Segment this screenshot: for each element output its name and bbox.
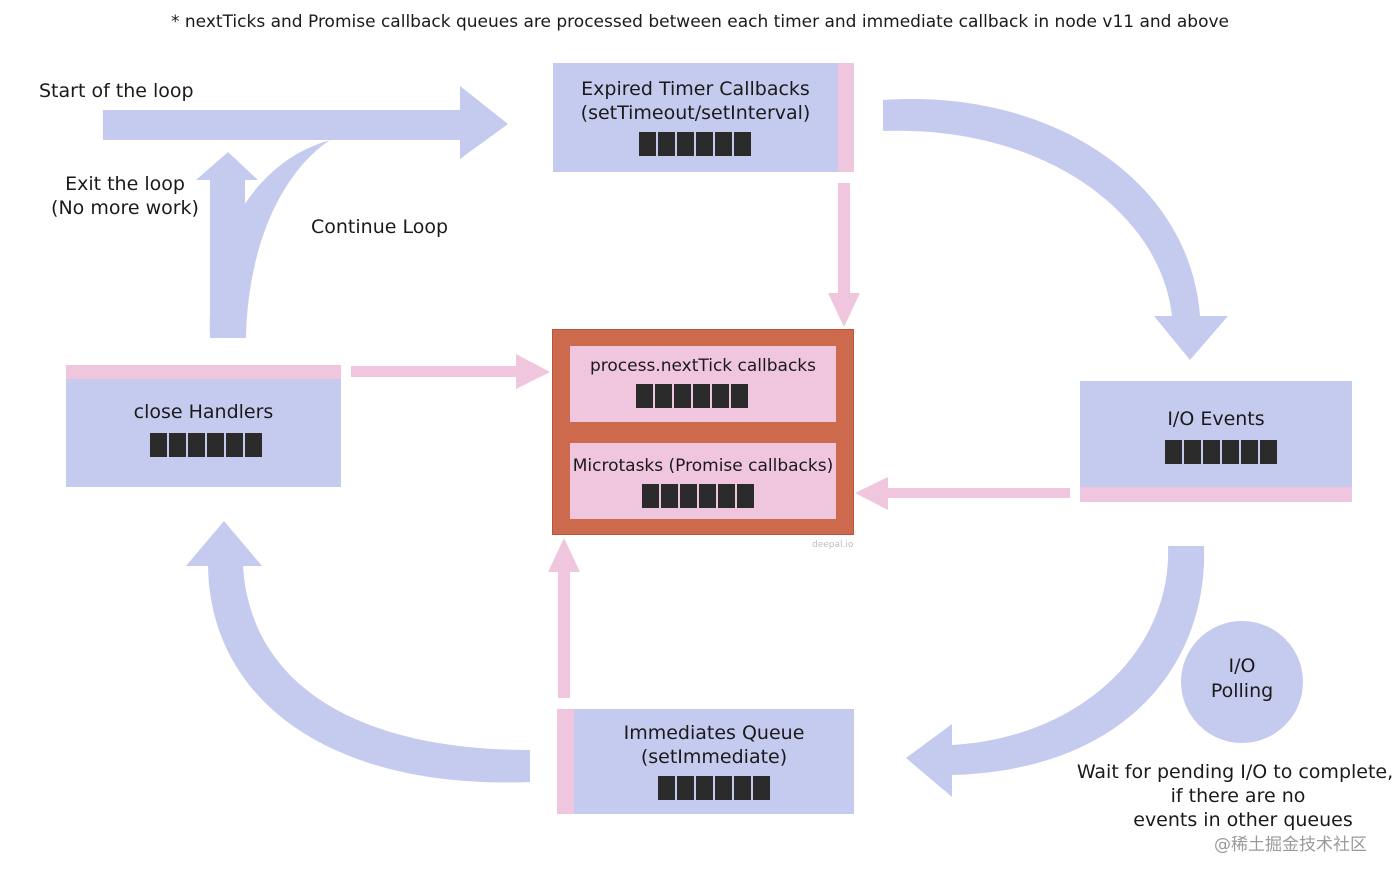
polling-wait-line3: events in other queues xyxy=(1133,809,1353,831)
queue-slot xyxy=(658,776,675,800)
queue-slot xyxy=(674,384,691,408)
io-to-immediates-arrow xyxy=(906,546,1205,797)
queue-slot xyxy=(753,776,770,800)
io-phase: I/O Events xyxy=(1080,381,1352,502)
polling-wait-line1: Wait for pending I/O to complete, xyxy=(1076,761,1394,783)
immediates-accent-strip xyxy=(557,709,574,814)
queue-slot xyxy=(1260,440,1277,464)
queue-slot xyxy=(636,384,653,408)
queue-slot xyxy=(737,484,754,508)
polling-line1: I/O xyxy=(1228,655,1256,677)
queue-slot xyxy=(677,132,694,156)
queue-slot xyxy=(1184,440,1201,464)
microtask-container: process.nextTick callbacks Microtasks (P… xyxy=(552,329,854,535)
immediates-title: Immediates Queue xyxy=(623,722,805,744)
queue-slot xyxy=(715,132,732,156)
queue-slot xyxy=(169,433,186,457)
queue-slot xyxy=(188,433,205,457)
queue-slot xyxy=(699,484,716,508)
queue-slot xyxy=(715,776,732,800)
version-note: * nextTicks and Promise callback queues … xyxy=(171,12,1229,32)
queue-slot xyxy=(245,433,262,457)
next-tick-title: process.nextTick callbacks xyxy=(589,356,817,376)
io-queue xyxy=(1165,440,1277,464)
timers-to-micro-arrow xyxy=(828,183,860,327)
queue-slot xyxy=(207,433,224,457)
queue-slot xyxy=(680,484,697,508)
watermark: @稀土掘金技术社区 xyxy=(1214,835,1367,855)
polling-line2: Polling xyxy=(1210,680,1274,702)
io-accent-strip xyxy=(1080,487,1352,502)
queue-slot xyxy=(693,384,710,408)
queue-slot xyxy=(1222,440,1239,464)
queue-slot xyxy=(696,132,713,156)
queue-slot xyxy=(718,484,735,508)
close-queue xyxy=(150,433,262,457)
io-polling-circle: I/O Polling xyxy=(1181,621,1303,743)
queue-slot xyxy=(731,384,748,408)
queue-slot xyxy=(712,384,729,408)
queue-slot xyxy=(677,776,694,800)
queue-slot xyxy=(1241,440,1258,464)
next-tick-queue xyxy=(636,384,748,408)
timers-to-io-arrow xyxy=(883,98,1228,361)
immediates-to-close-arrow xyxy=(186,521,530,783)
immediates-to-micro-arrow xyxy=(548,538,580,698)
credit-text: deepal.io xyxy=(812,540,854,550)
close-phase: close Handlers xyxy=(66,365,341,487)
queue-slot xyxy=(639,132,656,156)
queue-slot xyxy=(661,484,678,508)
queue-slot xyxy=(696,776,713,800)
timers-queue xyxy=(639,132,751,156)
close-to-micro-arrow xyxy=(351,354,550,389)
queue-slot xyxy=(655,384,672,408)
queue-slot xyxy=(734,132,751,156)
timers-subtitle: (setTimeout/setInterval) xyxy=(580,102,811,124)
promise-title: Microtasks (Promise callbacks) xyxy=(572,456,834,476)
promise-queue xyxy=(642,484,754,508)
immediates-queue xyxy=(658,776,770,800)
exit-label-line1: Exit the loop xyxy=(65,173,185,195)
immediates-subtitle: (setImmediate) xyxy=(640,746,788,768)
queue-slot xyxy=(150,433,167,457)
timers-phase: Expired Timer Callbacks (setTimeout/setI… xyxy=(553,63,854,172)
queue-slot xyxy=(658,132,675,156)
queue-slot xyxy=(1165,440,1182,464)
queue-slot xyxy=(1203,440,1220,464)
io-title: I/O Events xyxy=(1167,408,1265,430)
promise-queue-box: Microtasks (Promise callbacks) xyxy=(570,443,836,519)
start-arrow xyxy=(103,86,508,159)
queue-slot xyxy=(734,776,751,800)
io-to-micro-arrow xyxy=(855,477,1070,510)
continue-label: Continue Loop xyxy=(311,216,449,238)
close-accent-strip xyxy=(66,365,341,379)
exit-label-line2: (No more work) xyxy=(51,197,199,219)
timers-accent-strip xyxy=(838,63,854,172)
immediates-phase: Immediates Queue (setImmediate) xyxy=(557,709,854,814)
timers-title: Expired Timer Callbacks xyxy=(581,78,810,100)
close-title: close Handlers xyxy=(133,401,274,423)
exit-arrow xyxy=(196,152,258,338)
queue-slot xyxy=(642,484,659,508)
next-tick-queue-box: process.nextTick callbacks xyxy=(570,346,836,422)
polling-wait-line2: if there are no xyxy=(1170,785,1306,807)
start-label: Start of the loop xyxy=(39,80,194,102)
queue-slot xyxy=(226,433,243,457)
